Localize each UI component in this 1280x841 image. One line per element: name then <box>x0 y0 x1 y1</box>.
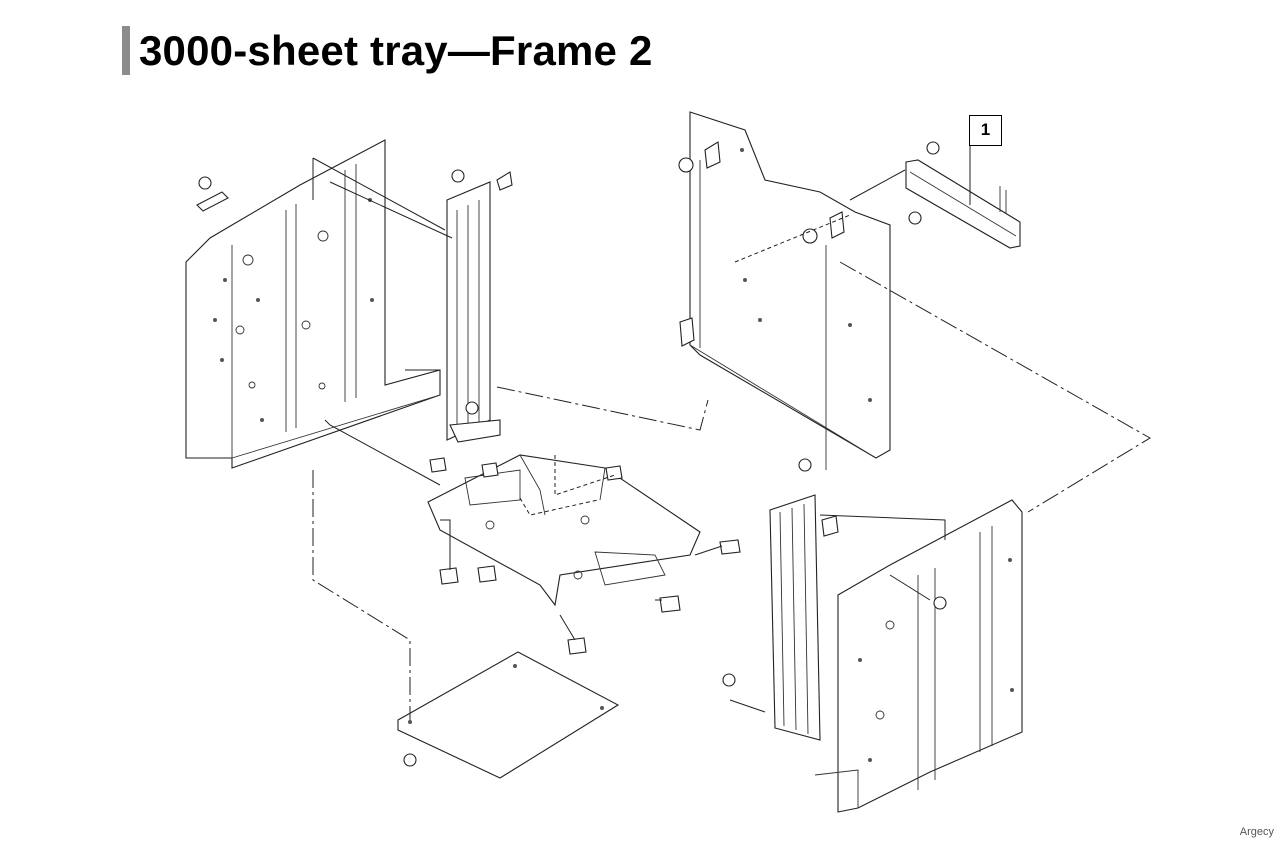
title-accent-bar <box>122 26 130 75</box>
left-screw <box>196 176 229 212</box>
page-title: 3000-sheet tray—Frame 2 <box>139 27 653 74</box>
right-side-frame <box>814 499 1023 813</box>
left-guide-rail <box>446 169 513 443</box>
center-tray-base <box>427 454 701 607</box>
back-frame <box>678 111 891 470</box>
leader-lines <box>312 146 1151 720</box>
bottom-plate <box>397 651 620 779</box>
callout-1: 1 <box>969 115 1002 146</box>
tray-pads <box>429 457 741 655</box>
part-1-rail-bracket <box>905 141 1021 249</box>
watermark-text: Argecy <box>1239 826 1274 838</box>
right-guide-rail <box>722 458 839 741</box>
